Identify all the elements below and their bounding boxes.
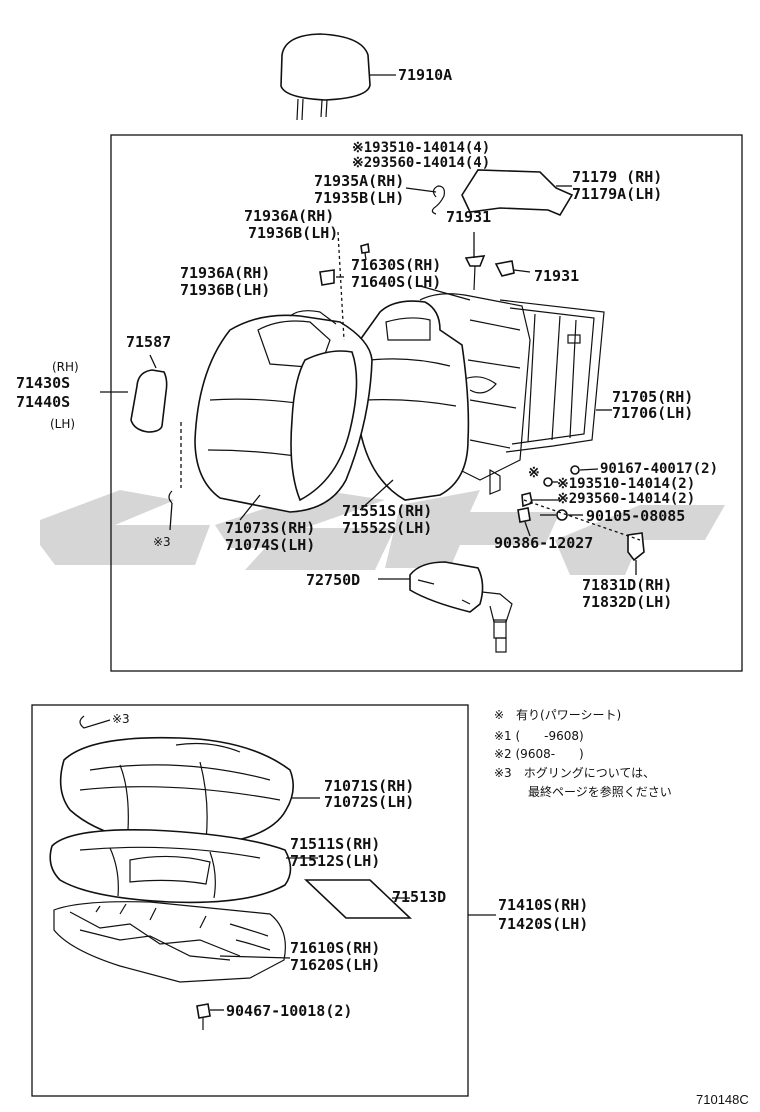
label-cush-frame-lh: 71620S(LH) [290,956,380,974]
headrest-guide-icon [319,242,531,291]
seatback-pad-icon [354,300,470,511]
hog-ring-icon [168,422,182,531]
cushion-cover-icon [59,736,320,847]
cushion-pad-icon [49,829,318,904]
side-cover-71587-icon [130,354,168,433]
label-bolt-93510: ※193510-14014(2) [557,476,695,492]
label-cush-bolt: 90467-10018(2) [226,1002,352,1020]
label-71587: 71587 [126,333,171,351]
label-cush-cover-lh: 71072S(LH) [324,793,414,811]
seatback-cover-icon [194,310,373,521]
leader-lines-upper [100,187,475,393]
label-back-assy-lh-tag: (LH) [50,417,75,431]
label-cush-sheet: 71513D [392,888,446,906]
label-back-cover-lh: 71074S(LH) [225,536,315,554]
diagram-code: 710148C [696,1092,749,1107]
label-back-cover-rh: 71073S(RH) [225,519,315,537]
cushion-bolt-icon [196,1003,224,1030]
label-71931-right: 71931 [534,267,579,285]
label-back-assy-lh: 71440S [16,393,70,411]
label-cush-assy-rh: 71410S(RH) [498,896,588,914]
legend-line-3: ※2 (9608- ) [494,747,584,761]
label-guide-lh: 71936B(LH) [248,224,338,242]
label-bracket-lh: 71179A(LH) [572,185,662,203]
cushion-group-frame [31,704,469,1097]
label-adjuster: 72750D [306,571,360,589]
cushion-sheet-icon [303,879,413,919]
adjuster-72750D-icon [378,561,513,653]
legend-line-1: ※ 有り(パワーシート) [494,708,621,722]
label-support-rh: 71630S(RH) [351,256,441,274]
seatback-group-frame [110,134,743,672]
label-bolt-90386: 90386-12027 [494,534,593,552]
hog-ring-bottom-icon [79,715,111,729]
label-frame-rh: 71705(RH) [612,388,693,406]
label-back-assy-rh: 71430S [16,374,70,392]
label-bolt-93560: ※293560-14014(2) [557,491,695,507]
headrest-icon [280,33,396,121]
bolt-icons [517,465,641,541]
label-cush-frame-rh: 71610S(RH) [290,939,380,957]
label-pad-rh: 71551S(RH) [342,502,432,520]
label-cush-cover-rh: 71071S(RH) [324,777,414,795]
label-frame-lh: 71706(LH) [612,404,693,422]
bracket-71179-icon [461,169,574,217]
label-screw-2: ※293560-14014(4) [352,155,490,171]
label-cush-pad-lh: 71512S(LH) [290,852,380,870]
label-cush-assy-lh: 71420S(LH) [498,915,588,933]
label-bolt-90105: 90105-08085 [586,507,685,525]
label-cush-pad-rh: 71511S(RH) [290,835,380,853]
label-ring-note-top: ※3 [153,535,171,549]
label-ring-note-bottom: ※3 [112,712,130,726]
label-clip-rh: 71935A(RH) [314,172,404,190]
label-note-mark: ※ [528,465,540,481]
label-71931-top: 71931 [446,208,491,226]
label-guide2-lh: 71936B(LH) [180,281,270,299]
legend-line-5: 最終ページを参照ください [528,784,672,799]
clip-71935-icon [431,185,445,215]
label-clip-lh: 71935B(LH) [314,189,404,207]
hinge-cover-71831-icon [627,532,645,575]
label-guide-rh: 71936A(RH) [244,207,334,225]
label-hinge-cover-lh: 71832D(LH) [582,593,672,611]
label-hinge-cover-rh: 71831D(RH) [582,576,672,594]
legend-line-4: ※3 ホグリングについては、 [494,766,655,780]
label-pad-lh: 71552S(LH) [342,519,432,537]
cushion-frame-icon [53,901,291,983]
label-back-assy-rh-tag: (RH) [52,360,79,374]
legend-line-2: ※1 ( -9608) [494,729,584,743]
seatback-spring-frame-icon [419,293,531,495]
label-screw-1: ※193510-14014(4) [352,140,490,156]
seatback-frame-icon [499,299,612,453]
label-bolt-90167: 90167-40017(2) [600,461,718,477]
label-bracket-rh: 71179 (RH) [572,168,662,186]
label-headrest: 71910A [398,66,452,84]
label-guide2-rh: 71936A(RH) [180,264,270,282]
label-support-lh: 71640S(LH) [351,273,441,291]
